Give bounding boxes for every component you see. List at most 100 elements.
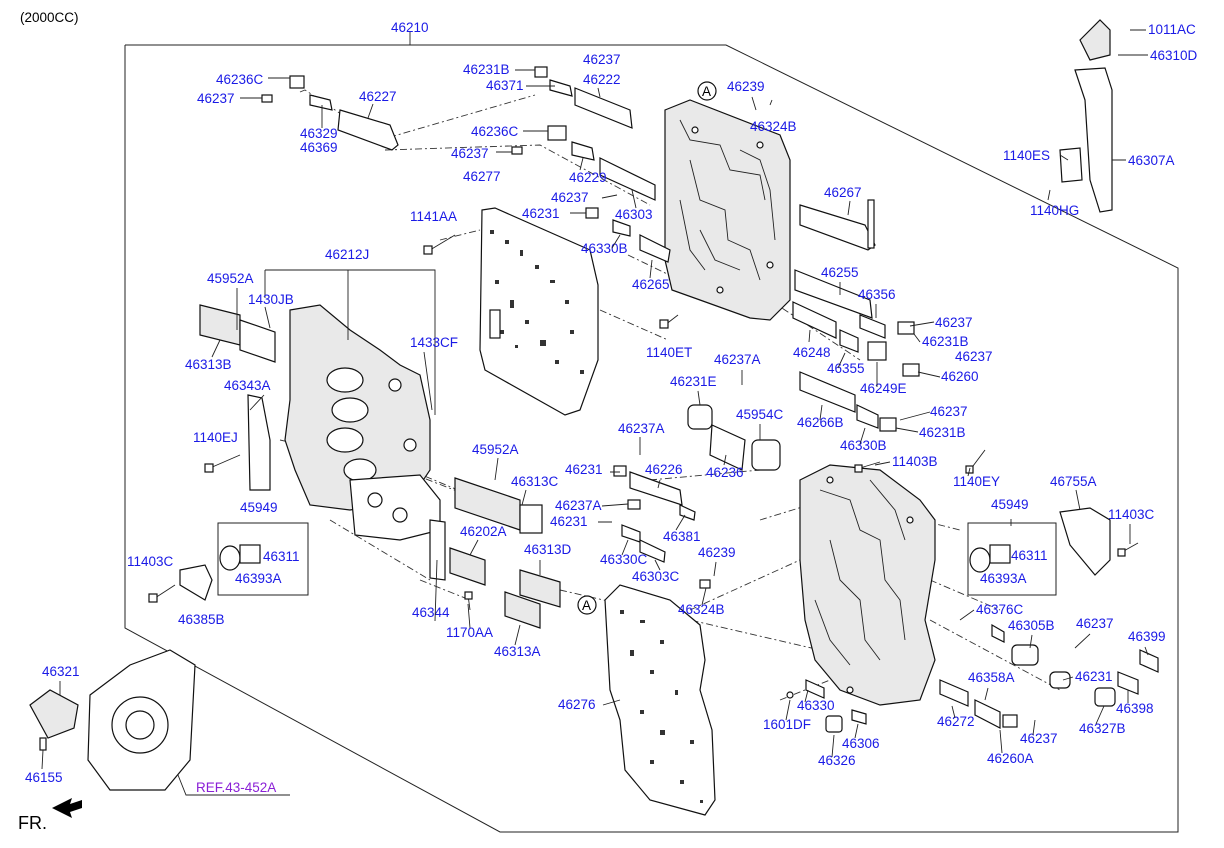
label-46202A[interactable]: 46202A <box>460 524 507 539</box>
label-46272[interactable]: 46272 <box>937 714 975 729</box>
label-46249E[interactable]: 46249E <box>860 381 907 396</box>
label-46255[interactable]: 46255 <box>821 265 859 280</box>
label-45949[interactable]: 45949 <box>240 500 278 515</box>
label-46277[interactable]: 46277 <box>463 169 501 184</box>
label-46324B[interactable]: 46324B <box>750 119 797 134</box>
label-46330[interactable]: 46330 <box>797 698 835 713</box>
label-1011AC[interactable]: 1011AC <box>1148 22 1196 37</box>
label-46236C[interactable]: 46236C <box>471 124 519 139</box>
label-46248[interactable]: 46248 <box>793 345 831 360</box>
label-1601DF[interactable]: 1601DF <box>763 717 811 732</box>
label-46276[interactable]: 46276 <box>558 697 596 712</box>
label-11403C[interactable]: 11403C <box>1108 507 1155 522</box>
label-46355[interactable]: 46355 <box>827 361 865 376</box>
label-46226[interactable]: 46226 <box>645 462 683 477</box>
label-46327B[interactable]: 46327B <box>1079 721 1126 736</box>
label-46155[interactable]: 46155 <box>25 770 63 785</box>
label-46376C[interactable]: 46376C <box>976 602 1024 617</box>
label-1140ES[interactable]: 1140ES <box>1003 148 1050 163</box>
label-46267[interactable]: 46267 <box>824 185 862 200</box>
label-45952A[interactable]: 45952A <box>207 271 254 286</box>
label-1140EY[interactable]: 1140EY <box>953 474 1000 489</box>
label-46237[interactable]: 46237 <box>935 315 973 330</box>
label-46237A[interactable]: 46237A <box>555 498 602 513</box>
label-46324B[interactable]: 46324B <box>678 602 725 617</box>
label-46237[interactable]: 46237 <box>583 52 621 67</box>
label-1433CF[interactable]: 1433CF <box>410 335 458 350</box>
label-1430JB[interactable]: 1430JB <box>248 292 294 307</box>
label-46237[interactable]: 46237 <box>1076 616 1114 631</box>
label-46231[interactable]: 46231 <box>522 206 560 221</box>
label-46321[interactable]: 46321 <box>42 664 80 679</box>
label-46229[interactable]: 46229 <box>569 170 607 185</box>
oil-filter-46321[interactable] <box>29 689 79 739</box>
label-45952A[interactable]: 45952A <box>472 442 519 457</box>
ref-link[interactable]: REF.43-452A <box>196 780 276 795</box>
label-1170AA[interactable]: 1170AA <box>446 625 493 640</box>
label-1140ET[interactable]: 1140ET <box>646 345 692 360</box>
label-46303[interactable]: 46303 <box>615 207 653 222</box>
label-46231B[interactable]: 46231B <box>922 334 969 349</box>
label-46311[interactable]: 46311 <box>1011 548 1048 563</box>
label-46381[interactable]: 46381 <box>663 529 701 544</box>
label-46313D[interactable]: 46313D <box>524 542 572 557</box>
label-46306[interactable]: 46306 <box>842 736 880 751</box>
label-46265[interactable]: 46265 <box>632 277 670 292</box>
label-1140EJ[interactable]: 1140EJ <box>193 430 238 445</box>
label-46227[interactable]: 46227 <box>359 89 397 104</box>
label-46237[interactable]: 46237 <box>551 190 589 205</box>
label-45949[interactable]: 45949 <box>991 497 1029 512</box>
label-46237A[interactable]: 46237A <box>618 421 665 436</box>
label-46239[interactable]: 46239 <box>698 545 736 560</box>
separator-plate-46277[interactable] <box>479 207 599 416</box>
solenoid-valves[interactable] <box>199 304 561 629</box>
bolt-46155[interactable] <box>39 737 47 751</box>
label-46356[interactable]: 46356 <box>858 287 896 302</box>
label-46239[interactable]: 46239 <box>727 79 765 94</box>
label-1141AA[interactable]: 1141AA <box>410 209 457 224</box>
label-46755A[interactable]: 46755A <box>1050 474 1097 489</box>
label-46236C[interactable]: 46236C <box>216 72 264 87</box>
label-46266B[interactable]: 46266B <box>797 415 844 430</box>
label-46222[interactable]: 46222 <box>583 72 621 87</box>
upper-valve-body[interactable] <box>664 99 791 321</box>
label-46393A[interactable]: 46393A <box>980 571 1027 586</box>
label-46231[interactable]: 46231 <box>565 462 603 477</box>
label-46330C[interactable]: 46330C <box>600 552 648 567</box>
label-46385B[interactable]: 46385B <box>178 612 225 627</box>
label-46236[interactable]: 46236 <box>706 465 744 480</box>
lower-valve-body[interactable] <box>799 464 936 706</box>
label-46344[interactable]: 46344 <box>412 605 450 620</box>
label-46307A[interactable]: 46307A <box>1128 153 1175 168</box>
label-46237[interactable]: 46237 <box>930 404 968 419</box>
spool-parts[interactable] <box>261 66 1159 733</box>
wiring-harness-46307A[interactable] <box>1059 19 1113 213</box>
label-46237[interactable]: 46237 <box>955 349 993 364</box>
label-46237A[interactable]: 46237A <box>714 352 761 367</box>
label-46237[interactable]: 46237 <box>1020 731 1058 746</box>
label-46313B[interactable]: 46313B <box>185 357 232 372</box>
label-46313C[interactable]: 46313C <box>511 474 559 489</box>
label-11403B[interactable]: 11403B <box>892 454 938 469</box>
label-46310D[interactable]: 46310D <box>1150 48 1198 63</box>
label-46358A[interactable]: 46358A <box>968 670 1015 685</box>
label-46231E[interactable]: 46231E <box>670 374 717 389</box>
bolts[interactable] <box>148 234 1139 611</box>
label-46260A[interactable]: 46260A <box>987 751 1034 766</box>
label-46398[interactable]: 46398 <box>1116 701 1154 716</box>
separator-plate-46276[interactable] <box>604 584 716 816</box>
label-46237[interactable]: 46237 <box>451 146 489 161</box>
label-46237[interactable]: 46237 <box>197 91 235 106</box>
label-46329[interactable]: 46329 <box>300 126 338 141</box>
label-45954C[interactable]: 45954C <box>736 407 784 422</box>
label-46210[interactable]: 46210 <box>391 20 429 35</box>
label-46330B[interactable]: 46330B <box>840 438 887 453</box>
brackets[interactable] <box>179 394 1111 601</box>
label-46371[interactable]: 46371 <box>486 78 524 93</box>
label-46305B[interactable]: 46305B <box>1008 618 1055 633</box>
label-46231[interactable]: 46231 <box>550 514 588 529</box>
label-46303C[interactable]: 46303C <box>632 569 680 584</box>
label-46260[interactable]: 46260 <box>941 369 979 384</box>
label-46231[interactable]: 46231 <box>1075 669 1113 684</box>
label-46231B[interactable]: 46231B <box>919 425 966 440</box>
